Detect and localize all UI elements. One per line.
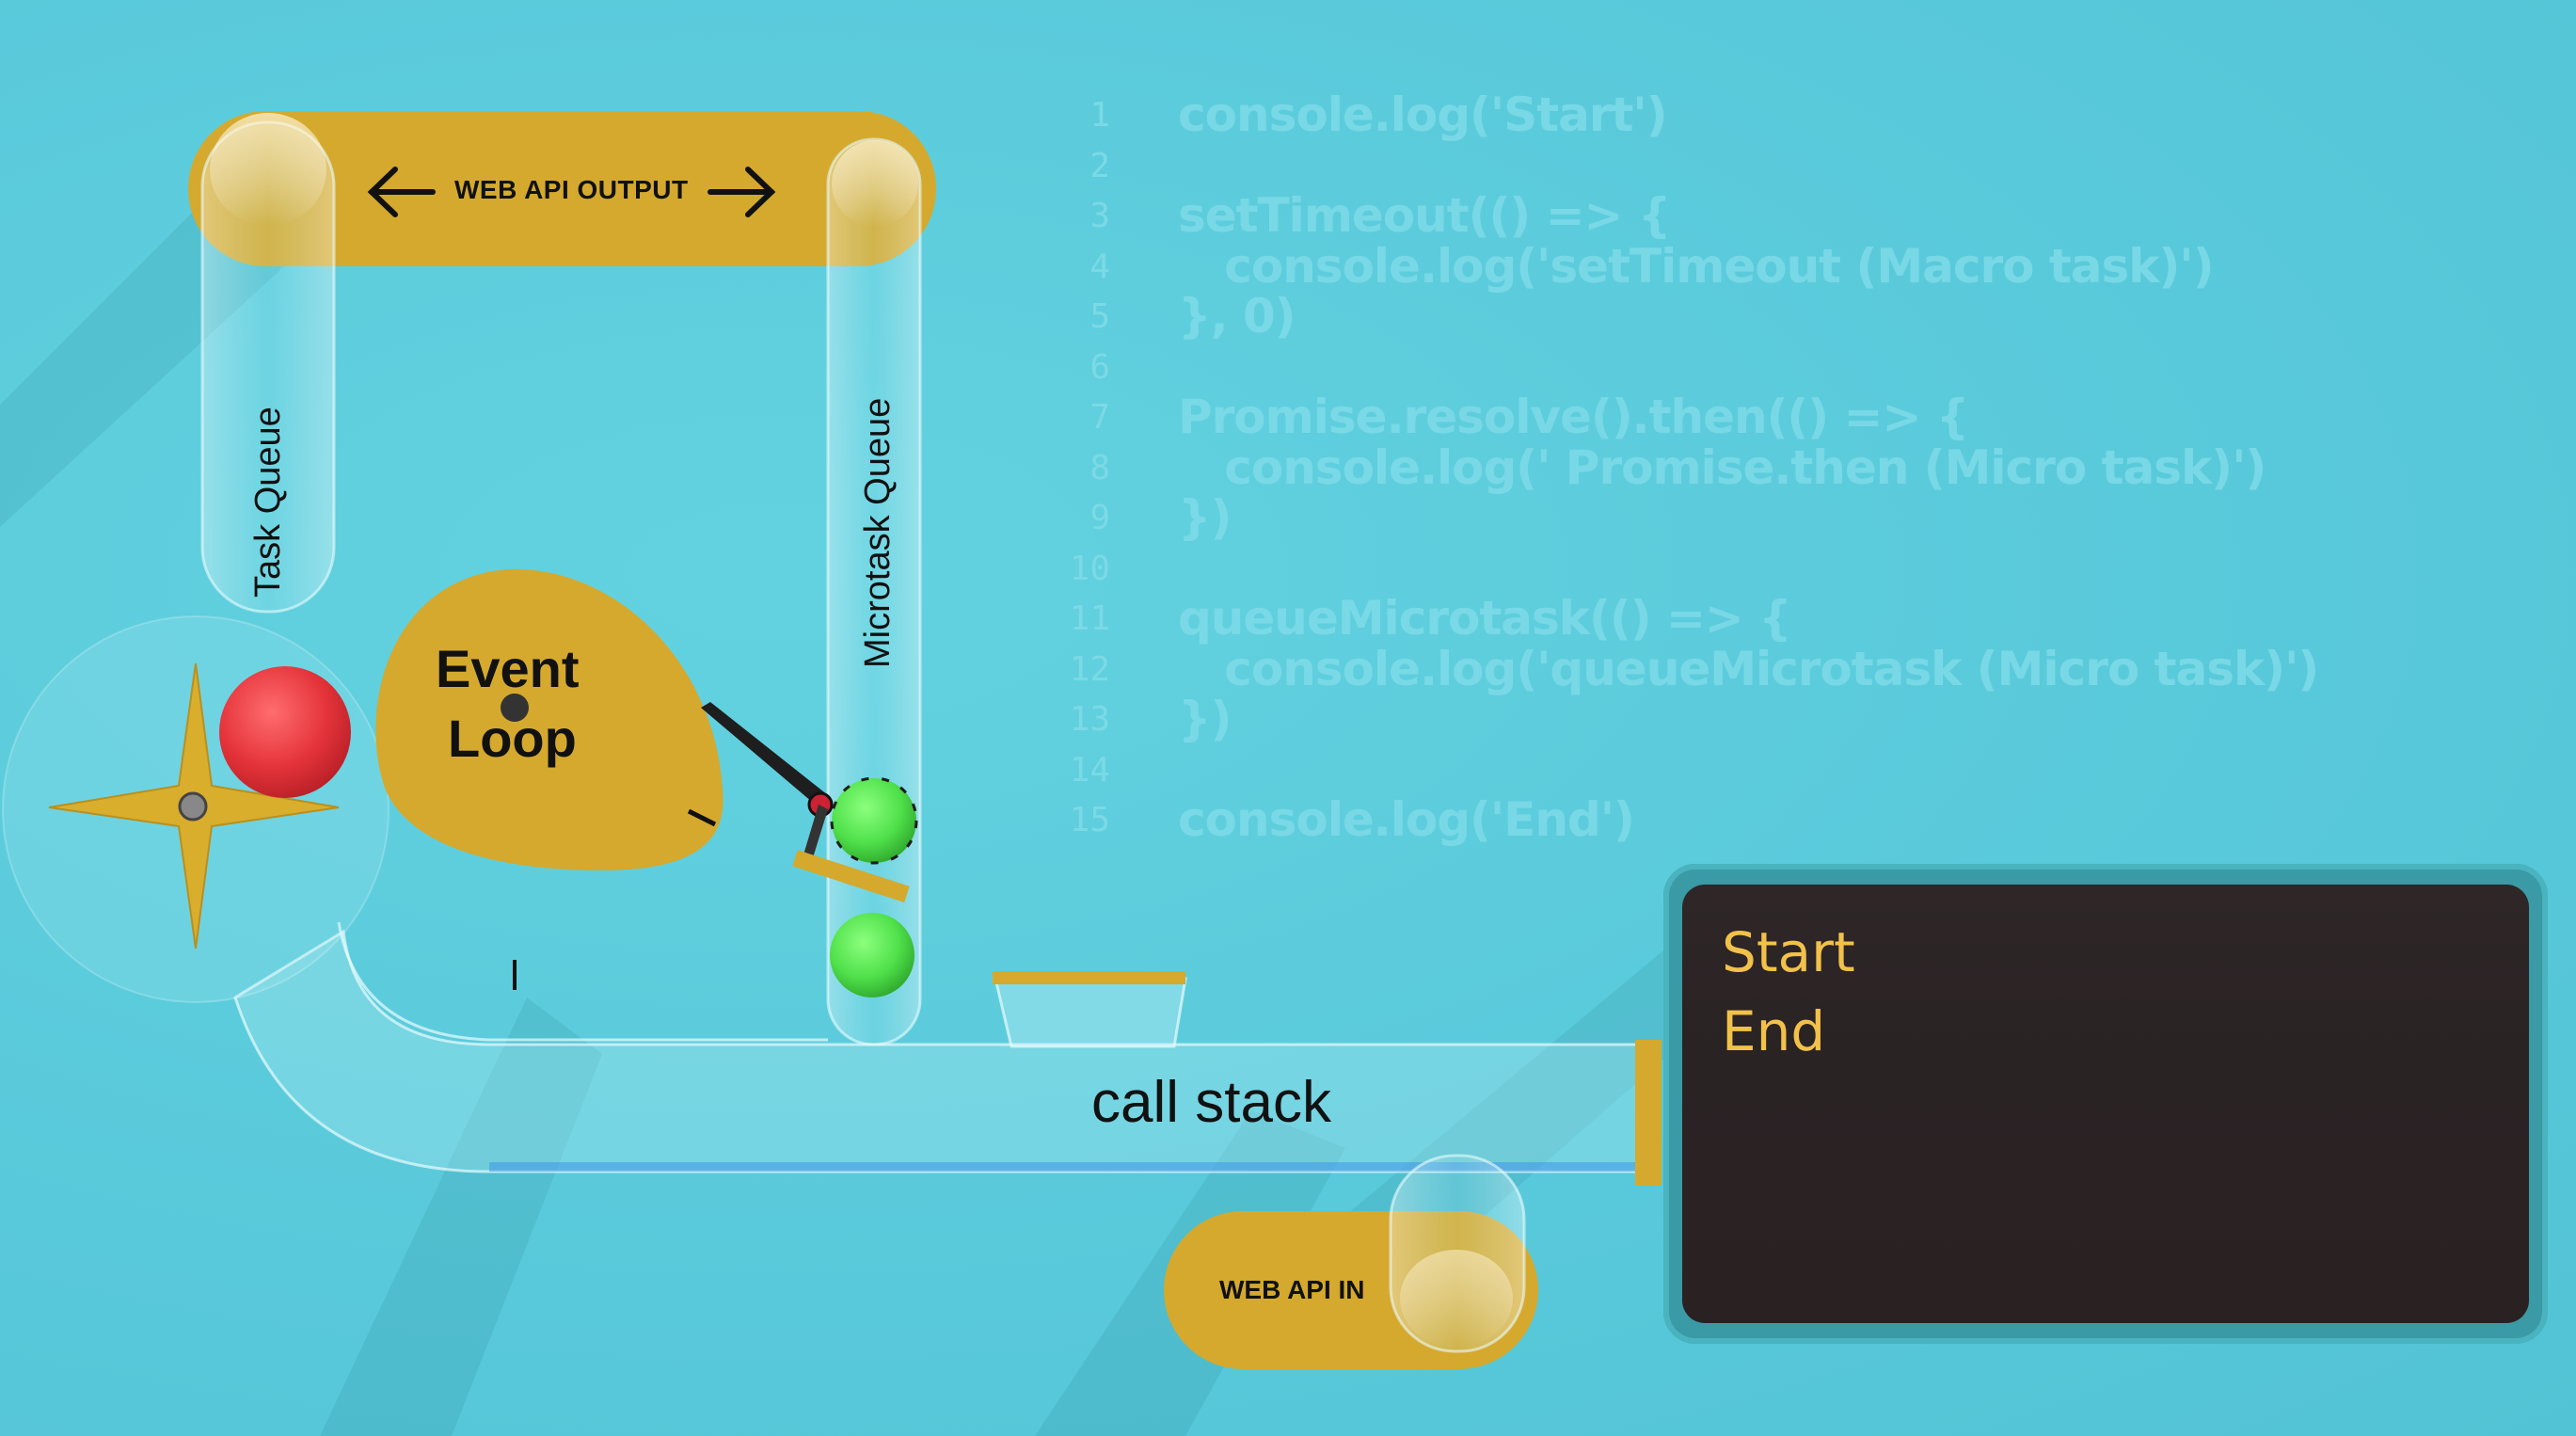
console-terminal: Start End xyxy=(1663,864,2548,1344)
code-line: 14 xyxy=(1069,750,1110,790)
funnel xyxy=(994,977,1187,1048)
code-line: 13}) xyxy=(1069,692,1232,746)
code-line: 12 console.log('queueMicrotask (Micro ta… xyxy=(1069,641,2320,696)
lever-gate xyxy=(802,805,828,864)
code-line: 9}) xyxy=(1089,490,1232,545)
funnel-rim xyxy=(993,971,1185,984)
inner-channel xyxy=(337,921,828,1042)
terminal-connector xyxy=(1635,1040,1662,1186)
call-stack-label: call stack xyxy=(1091,1070,1331,1135)
event-loop-label-line2: Loop xyxy=(448,709,577,768)
left-arrow-icon xyxy=(367,167,436,217)
web-api-output-label: WEB API OUTPUT xyxy=(454,175,689,204)
microtask-ball-1 xyxy=(830,776,918,865)
code-line: 6 xyxy=(1089,347,1110,387)
call-stack-pipe xyxy=(233,929,1644,1173)
code-line: 4 console.log('setTimeout (Macro task)') xyxy=(1089,238,2214,294)
code-line: 8 console.log(' Promise.then (Micro task… xyxy=(1089,439,2266,495)
event-loop-pivot xyxy=(501,694,529,722)
code-line: 5}, 0) xyxy=(1089,289,1296,343)
right-arrow-icon xyxy=(708,167,776,217)
microtask-ball-2 xyxy=(830,913,914,997)
lever-arm xyxy=(701,702,828,807)
task-ball xyxy=(219,666,351,798)
task-queue-label: Task Queue xyxy=(248,407,288,598)
web-api-in-label: WEB API IN xyxy=(1219,1275,1365,1304)
code-line: 10 xyxy=(1069,549,1110,588)
event-loop-label-line1: Event xyxy=(436,639,580,698)
code-line: 2 xyxy=(1089,146,1110,185)
console-screen: Start End xyxy=(1682,885,2529,1323)
microtask-queue-label: Microtask Queue xyxy=(858,397,898,668)
event-loop-body xyxy=(375,568,724,870)
web-api-output-bar xyxy=(188,111,936,266)
console-output-line: End xyxy=(1722,999,1826,1063)
console-output-line: Start xyxy=(1722,920,1855,984)
